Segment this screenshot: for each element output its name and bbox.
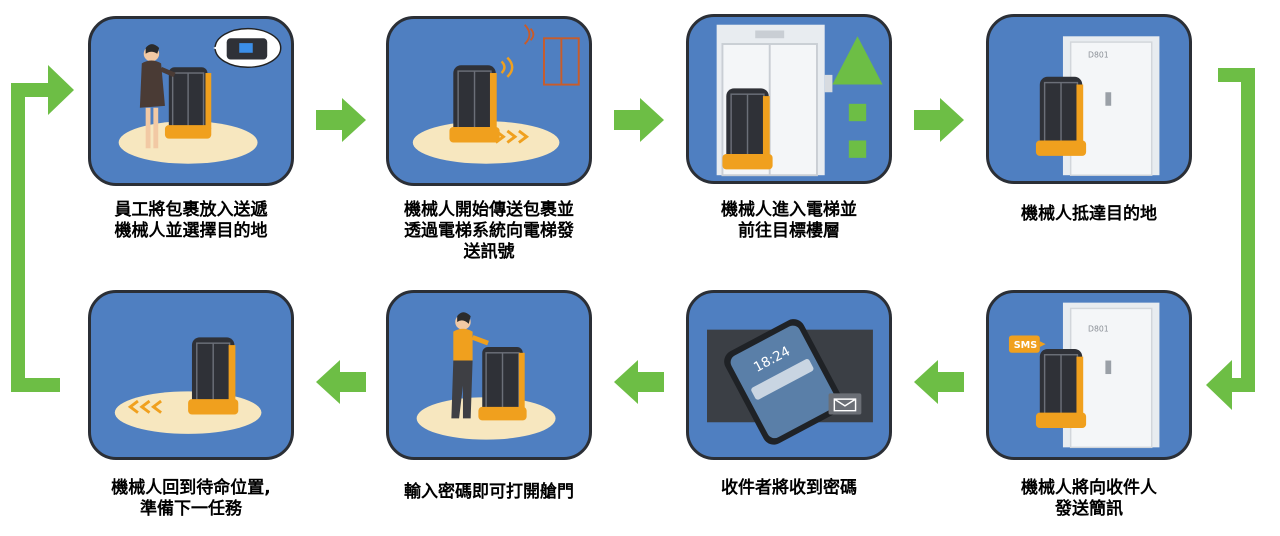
step-3-caption: 機械人進入電梯並 前往目標樓層 — [669, 200, 909, 242]
arrow-left-2 — [614, 360, 664, 404]
sms-badge: SMS — [1014, 340, 1038, 351]
step-5-caption-line-2: 發送簡訊 — [1055, 499, 1123, 519]
arrow-left-1 — [914, 360, 964, 404]
step-7-card — [386, 290, 592, 460]
robot-at-destination-illustration: D801 — [1035, 36, 1160, 176]
step-1-caption-line-2: 機械人並選擇目的地 — [114, 221, 268, 241]
step-2-card — [386, 16, 592, 186]
left-loop-connector — [11, 83, 60, 392]
step-2-caption-line-3: 送訊號 — [463, 242, 515, 262]
phone-receiving-code-illustration: 18:24 — [707, 319, 873, 445]
step-8-caption: 機械人回到待命位置, 準備下一任務 — [71, 478, 311, 520]
step-1-caption: 員工將包裹放入送遞 機械人並選擇目的地 — [71, 200, 311, 242]
step-1-card — [88, 16, 294, 186]
step-6-caption-line-1: 收件者將收到密碼 — [721, 478, 857, 498]
step-2-caption-line-2: 透過電梯系統向電梯發 — [404, 221, 574, 241]
step-1-caption-line-1: 員工將包裹放入送遞 — [114, 200, 268, 220]
robot-returning-standby-illustration — [114, 337, 262, 434]
arrow-left-3 — [316, 360, 366, 404]
step-3-card — [686, 14, 892, 184]
door-label: D801 — [1088, 51, 1109, 60]
step-8-caption-line-2: 準備下一任務 — [140, 499, 242, 519]
step-3-caption-line-2: 前往目標樓層 — [738, 221, 840, 241]
staff-loading-robot-illustration — [118, 27, 282, 164]
arrow-right-1 — [316, 98, 366, 142]
step-4-caption: 機械人抵達目的地 — [969, 204, 1209, 225]
recipient-entering-code-illustration — [416, 312, 556, 440]
step-4-caption-line-1: 機械人抵達目的地 — [1021, 204, 1157, 224]
right-loop-connector — [1218, 68, 1255, 392]
step-2-caption-line-1: 機械人開始傳送包裹並 — [404, 200, 574, 220]
step-8-caption-line-1: 機械人回到待命位置, — [111, 478, 271, 498]
sms-badge-bg — [1008, 335, 1040, 353]
arrow-right-3 — [914, 98, 964, 142]
door-label-2: D801 — [1088, 325, 1109, 334]
step-5-card: D801 SMS — [986, 290, 1192, 460]
robot-signalling-elevator-illustration — [412, 24, 580, 164]
left-loop-arrowhead — [48, 65, 74, 115]
robot-sending-sms-illustration: D801 SMS — [1008, 302, 1160, 449]
step-7-caption-line-1: 輸入密碼即可打開艙門 — [404, 482, 574, 502]
step-8-card — [88, 290, 294, 460]
step-4-card: D801 — [986, 14, 1192, 184]
step-3-caption-line-1: 機械人進入電梯並 — [721, 200, 857, 220]
arrow-right-2 — [614, 98, 664, 142]
step-2-caption: 機械人開始傳送包裹並 透過電梯系統向電梯發 送訊號 — [369, 200, 609, 263]
right-loop-arrowhead — [1206, 360, 1232, 410]
step-7-caption: 輸入密碼即可打開艙門 — [369, 482, 609, 503]
step-6-card: 18:24 — [686, 290, 892, 460]
step-6-caption: 收件者將收到密碼 — [669, 478, 909, 499]
robot-entering-elevator-illustration — [716, 24, 883, 177]
step-5-caption-line-1: 機械人將向收件人 — [1021, 478, 1157, 498]
step-5-caption: 機械人將向收件人 發送簡訊 — [969, 478, 1209, 520]
